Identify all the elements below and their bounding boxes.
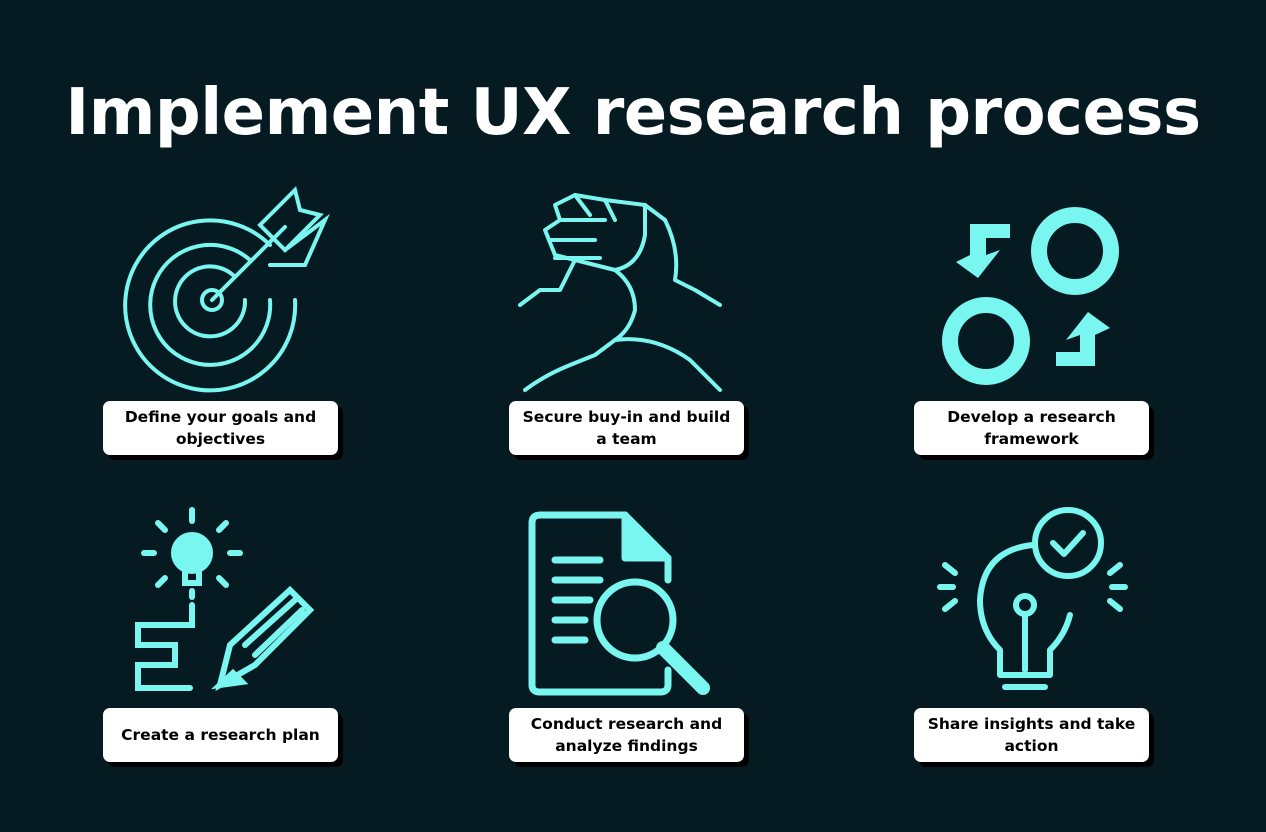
step-label-conduct-research: Conduct research and analyze findings [509,708,744,762]
lightbulb-pencil-icon [130,505,320,700]
step-label-share-insights: Share insights and take action [914,708,1149,762]
lightbulb-check-icon [935,505,1130,700]
handshake-icon [515,190,730,395]
document-search-icon [525,510,715,700]
step-label-define-goals: Define your goals and objectives [103,401,338,455]
cycle-arrows-icon [940,200,1130,390]
step-label-secure-buy-in: Secure buy-in and build a team [509,401,744,455]
step-label-develop-framework: Develop a research framework [914,401,1149,455]
page-title: Implement UX research process [65,76,1201,150]
target-arrow-icon [120,185,335,395]
step-label-create-plan: Create a research plan [103,708,338,762]
